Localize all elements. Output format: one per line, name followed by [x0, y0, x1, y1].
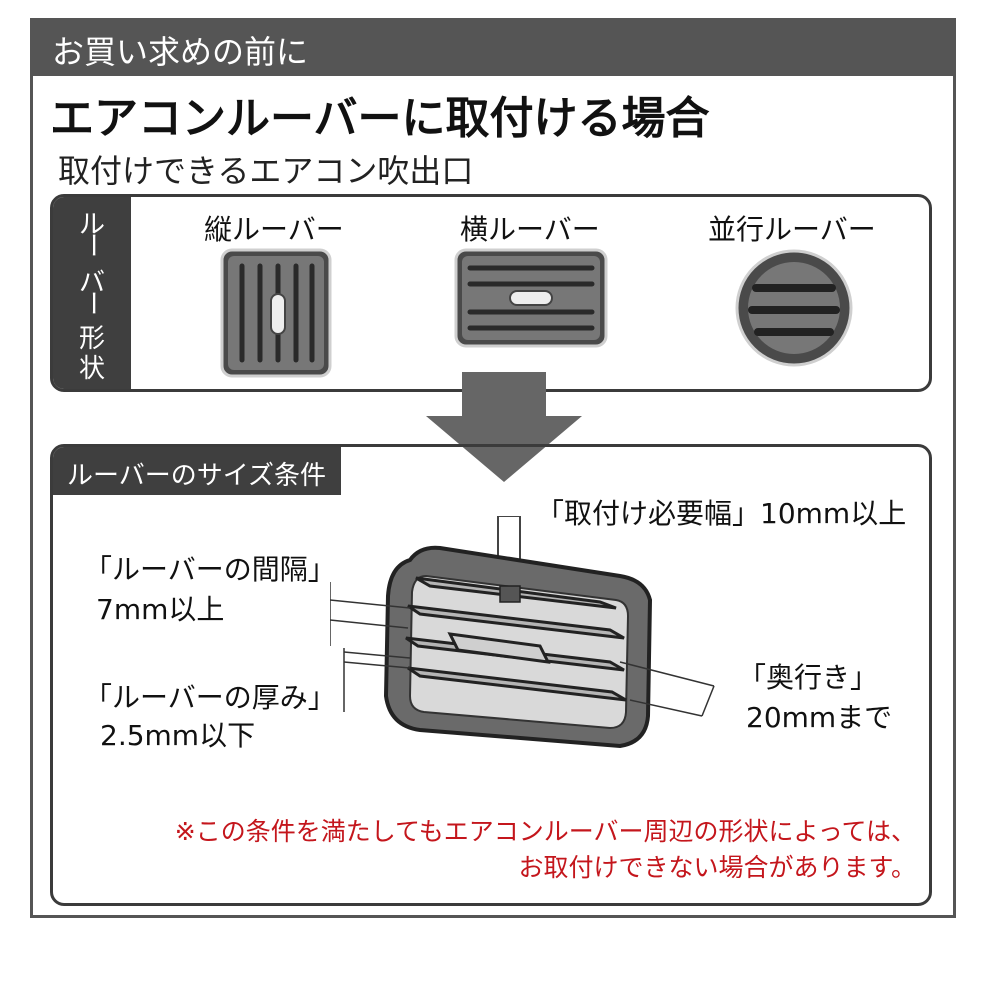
- side-char: ル: [79, 210, 105, 240]
- size-conditions-panel: ルーバーのサイズ条件: [50, 444, 932, 906]
- depth-title: 「奥行き」: [738, 661, 879, 694]
- size-conditions-title: ルーバーのサイズ条件: [67, 461, 326, 491]
- depth-value: 20mmまで: [746, 701, 893, 734]
- parallel-louver-label: 並行ルーバー: [708, 213, 876, 246]
- side-char: ー: [77, 290, 107, 316]
- parallel-louver-icon: [735, 249, 853, 367]
- required-width-label: 「取付け必要幅」10mm以上: [536, 497, 907, 530]
- horizontal-louver-icon: [454, 248, 608, 348]
- thickness-value: 2.5mm以下: [100, 719, 256, 752]
- note-line-1: ※この条件を満たしてもエアコンルーバー周辺の形状によっては、: [174, 817, 916, 846]
- vertical-louver-label: 縦ルーバー: [204, 213, 344, 246]
- header-bar: お買い求めの前に: [30, 18, 956, 76]
- side-char: 形: [79, 324, 105, 354]
- size-conditions-tab: ルーバーのサイズ条件: [53, 447, 341, 495]
- thickness-title: 「ルーバーの厚み」: [84, 681, 336, 714]
- louver-shape-side-label: ル ー バ ー 形 状: [53, 197, 131, 389]
- louver-size-diagram: [330, 516, 715, 749]
- down-arrow-icon: [426, 372, 582, 482]
- vertical-louver-icon: [220, 248, 332, 378]
- spacing-value: 7mm以上: [96, 593, 225, 626]
- side-char: ー: [77, 232, 107, 258]
- section-subtitle: 取付けできるエアコン吹出口: [58, 152, 474, 190]
- spacing-title: 「ルーバーの間隔」: [84, 553, 336, 586]
- header-title: お買い求めの前に: [52, 33, 309, 71]
- horizontal-louver-label: 横ルーバー: [460, 213, 600, 246]
- side-char: 状: [79, 354, 105, 384]
- page-title: エアコンルーバーに取付ける場合: [50, 93, 710, 144]
- note-line-2: お取付けできない場合があります。: [518, 853, 916, 882]
- side-char: バ: [79, 268, 105, 298]
